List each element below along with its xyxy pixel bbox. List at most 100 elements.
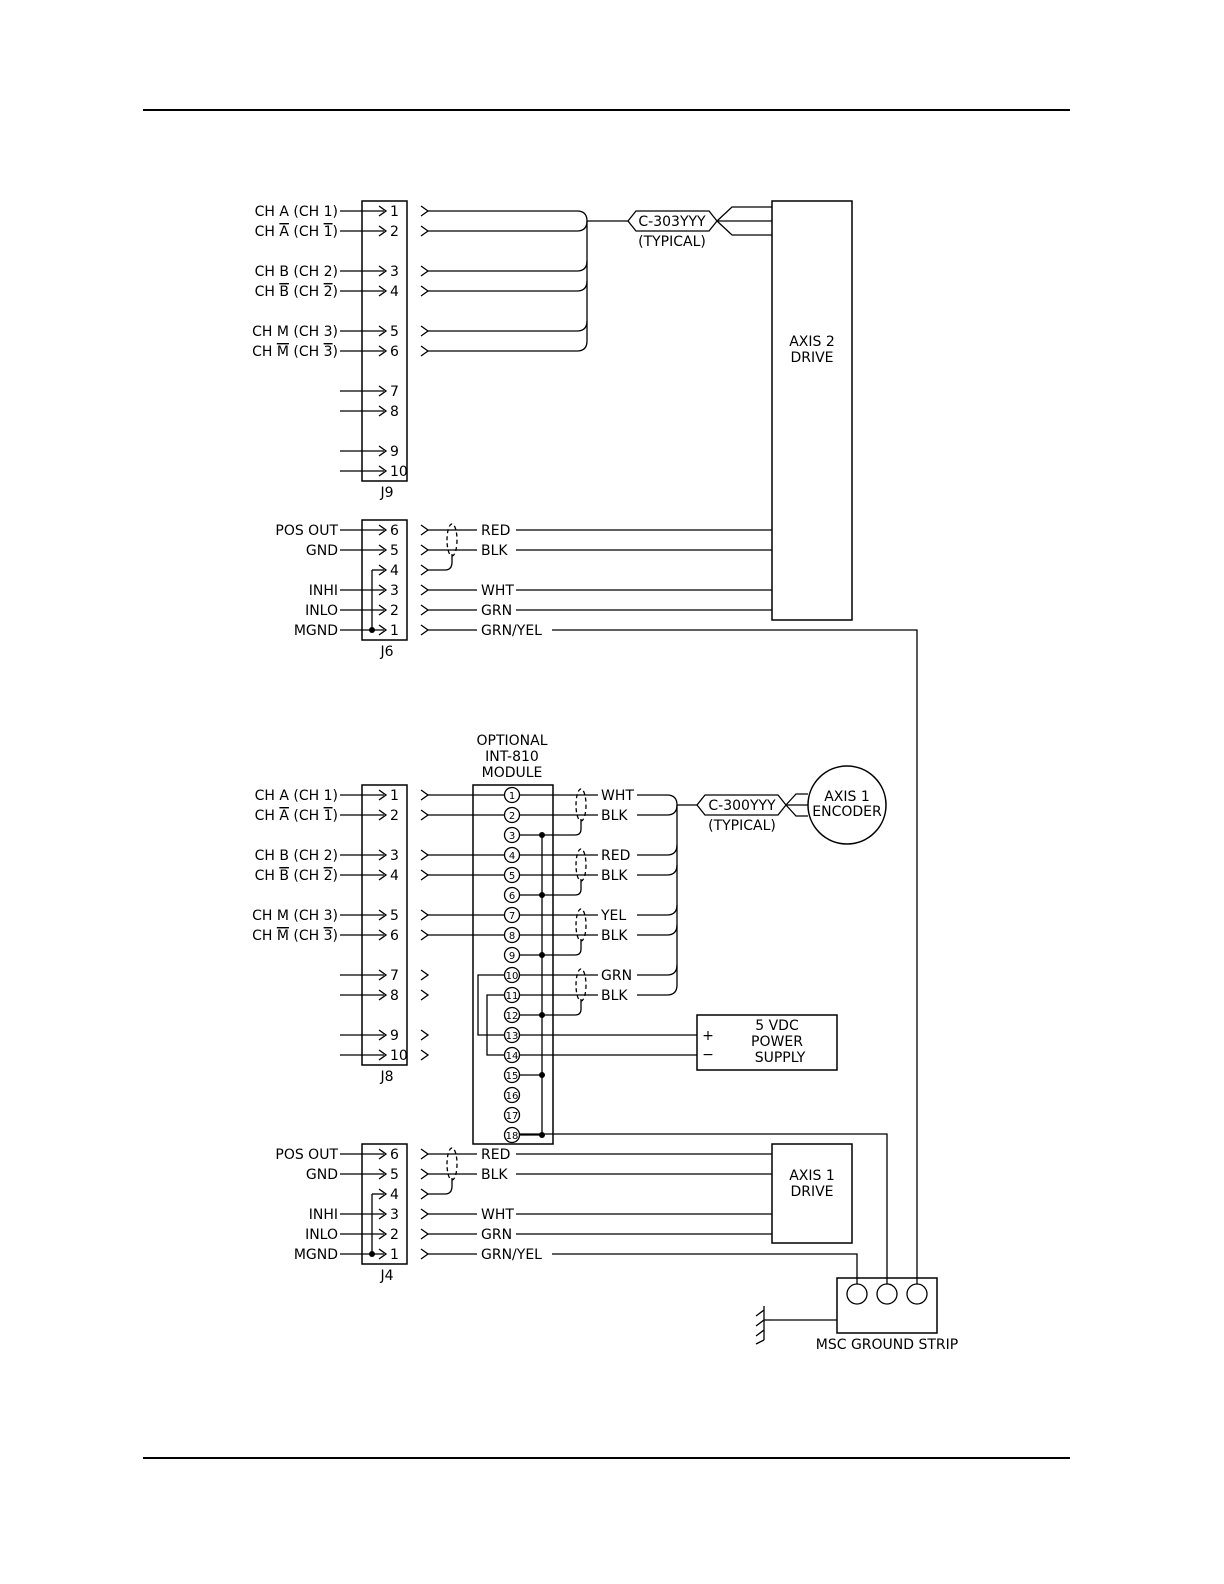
axis2-drive-line1: AXIS 2 bbox=[789, 334, 835, 350]
module-line3: MODULE bbox=[482, 765, 543, 781]
module-terminal-number: 11 bbox=[506, 991, 519, 1002]
j8-pin-number: 5 bbox=[390, 908, 399, 924]
j8-pin-number: 9 bbox=[390, 1028, 399, 1044]
module-terminal-6: 6 bbox=[503, 886, 521, 904]
connector-j8-label: J8 bbox=[379, 1069, 393, 1085]
module-terminal-number: 3 bbox=[509, 831, 515, 842]
module-terminal-number: 2 bbox=[509, 811, 515, 822]
cable-c303yyy-name: C-303YYY bbox=[638, 214, 706, 230]
j8-pin-number: 8 bbox=[390, 988, 399, 1004]
j6-pin-signal: GND bbox=[306, 543, 338, 559]
j8-pin-signal: CH M (CH 3) bbox=[252, 908, 338, 924]
axis1-encoder-line1: AXIS 1 bbox=[824, 789, 870, 805]
encoder-wire-color: BLK bbox=[601, 928, 628, 944]
dynamic-wiring bbox=[420, 789, 697, 1138]
axis1-drive-line1: AXIS 1 bbox=[789, 1168, 835, 1184]
j4-pin-number: 5 bbox=[390, 1167, 399, 1183]
axis1-drive-line2: DRIVE bbox=[790, 1184, 833, 1200]
connector-j6-label: J6 bbox=[379, 644, 393, 660]
cable-c300yyy: C-300YYY (TYPICAL) bbox=[677, 793, 808, 834]
module-terminal-number: 10 bbox=[506, 971, 519, 982]
module-terminal-15: 15 bbox=[503, 1066, 521, 1084]
encoder-wire-color: RED bbox=[601, 848, 630, 864]
j9-pin-signal: CH A (CH 1) bbox=[255, 204, 338, 220]
j6-pin-signal: INLO bbox=[305, 603, 338, 619]
j8-pin-1: 1CH A (CH 1) bbox=[255, 788, 399, 804]
power-supply-plus: + bbox=[702, 1028, 714, 1044]
module-terminal-number: 17 bbox=[506, 1111, 519, 1122]
j9-pin-number: 6 bbox=[390, 344, 399, 360]
module-terminal-3: 3 bbox=[503, 826, 521, 844]
cable-c300yyy-name: C-300YYY bbox=[708, 798, 776, 814]
axis1-drive: AXIS 1 DRIVE bbox=[771, 1143, 853, 1244]
j6-wire-color: GRN/YEL bbox=[481, 623, 542, 639]
j8-pin-number: 4 bbox=[390, 868, 399, 884]
module-terminal-number: 18 bbox=[506, 1131, 519, 1142]
j8-pin-10: 10 bbox=[340, 1048, 408, 1064]
module-terminal-16: 16 bbox=[503, 1086, 521, 1104]
encoder-wire-3: RED bbox=[520, 844, 678, 864]
j9-pin-10: 10 bbox=[340, 464, 408, 480]
module-terminal-7: 7 bbox=[503, 906, 521, 924]
encoder-wire-1: WHT bbox=[520, 788, 678, 806]
j4-wire-color: GRN bbox=[481, 1227, 512, 1243]
module-terminal-number: 6 bbox=[509, 891, 515, 902]
j9-pin-number: 1 bbox=[390, 204, 399, 220]
j9-pin-3: 3CH B (CH 2) bbox=[255, 264, 399, 280]
j8-pin-8: 8 bbox=[340, 988, 399, 1004]
module-terminal-number: 8 bbox=[509, 931, 515, 942]
encoder-wire-color: BLK bbox=[601, 868, 628, 884]
j9-pin-number: 5 bbox=[390, 324, 399, 340]
module-terminal-number: 13 bbox=[506, 1031, 519, 1042]
j4-wire-color: GRN/YEL bbox=[481, 1247, 542, 1263]
j4-pin-signal: INHI bbox=[309, 1207, 338, 1223]
j8-pin-number: 6 bbox=[390, 928, 399, 944]
j8-pin-signal: CH B (CH 2) bbox=[255, 868, 338, 884]
j6-pin-number: 5 bbox=[390, 543, 399, 559]
module-terminal-number: 4 bbox=[509, 851, 515, 862]
shield-icon bbox=[575, 968, 587, 1002]
j9-pin-signal: CH A (CH 1) bbox=[255, 224, 338, 240]
j6-wire-color: BLK bbox=[481, 543, 508, 559]
j9-wire-bundle bbox=[420, 205, 588, 357]
j8-pin-signal: CH A (CH 1) bbox=[255, 788, 338, 804]
j9-pin-signal: CH M (CH 3) bbox=[252, 324, 338, 340]
j9-pin-7: 7 bbox=[340, 384, 399, 400]
module-terminal-11: 11 bbox=[503, 986, 521, 1004]
module-terminal-number: 14 bbox=[506, 1051, 519, 1062]
j4-wire-color: BLK bbox=[481, 1167, 508, 1183]
power-supply-line1: 5 VDC bbox=[755, 1018, 799, 1034]
module-terminal-10: 10 bbox=[503, 966, 521, 984]
j6-pin-signal: POS OUT bbox=[275, 523, 338, 539]
power-supply-minus: − bbox=[702, 1047, 714, 1063]
j6-pin-signal: INHI bbox=[309, 583, 338, 599]
j4-pin-number: 3 bbox=[390, 1207, 399, 1223]
shield-icon bbox=[575, 788, 587, 822]
j9-pin-signal: CH M (CH 3) bbox=[252, 344, 338, 360]
axis1-encoder-line2: ENCODER bbox=[812, 804, 882, 820]
j9-pin-6: 6 CH M (CH 3) bbox=[252, 344, 399, 360]
encoder-wire-color: WHT bbox=[601, 788, 634, 804]
msc-ground-strip: MSC GROUND STRIP bbox=[755, 1277, 958, 1353]
j4-pin-signal: MGND bbox=[294, 1247, 338, 1263]
module-terminal-number: 7 bbox=[509, 911, 515, 922]
axis2-drive: AXIS 2 DRIVE bbox=[771, 200, 853, 621]
j6-pin-signal: MGND bbox=[294, 623, 338, 639]
j4-pin-number: 4 bbox=[390, 1187, 399, 1203]
axis1-encoder: AXIS 1 ENCODER bbox=[807, 765, 887, 845]
j9-pin-number: 10 bbox=[390, 464, 408, 480]
axis2-drive-line2: DRIVE bbox=[790, 350, 833, 366]
j9-pin-2: 2CH A (CH 1) bbox=[255, 224, 399, 240]
module-terminal-12: 12 bbox=[503, 1006, 521, 1024]
j8-pin-number: 10 bbox=[390, 1048, 408, 1064]
j9-pin-8: 8 bbox=[340, 404, 399, 420]
